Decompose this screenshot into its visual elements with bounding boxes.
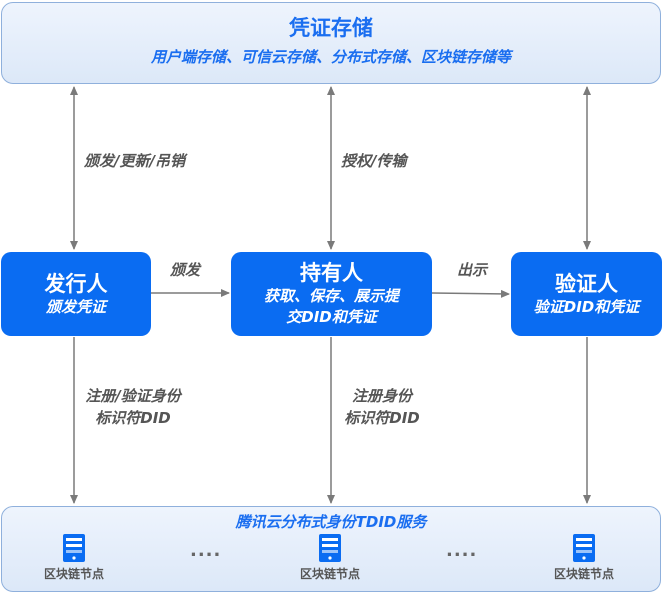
credential-storage-panel: 凭证存储 用户端存储、可信云存储、分布式存储、区块链存储等 — [1, 2, 661, 84]
holder-subtitle-line2: 交DID和凭证 — [286, 308, 377, 326]
verifier-title: 验证人 — [555, 271, 618, 296]
holder-box: 持有人 获取、保存、展示提 交DID和凭证 — [231, 252, 432, 336]
server-icon — [573, 534, 595, 562]
node-label: 区块链节点 — [43, 567, 104, 581]
issuer-box: 发行人 颁发凭证 — [1, 252, 151, 336]
authorize-transfer-label: 授权/传输 — [341, 152, 407, 170]
holder-subtitle-line1: 获取、保存、展示提 — [263, 287, 399, 305]
storage-subtitle: 用户端存储、可信云存储、分布式存储、区块链存储等 — [150, 48, 511, 66]
issue-update-revoke-label: 颁发/更新/吊销 — [84, 152, 185, 170]
server-icon — [63, 534, 85, 562]
storage-title: 凭证存储 — [289, 16, 373, 40]
node-label: 区块链节点 — [299, 567, 360, 581]
blockchain-node: 区块链节点 — [29, 533, 119, 582]
blockchain-node: 区块链节点 — [285, 533, 375, 582]
register-line1: 注册身份 — [351, 387, 412, 405]
ellipsis-right: .... — [446, 540, 478, 561]
tdid-service-panel: 腾讯云分布式身份TDID服务 — [1, 506, 661, 592]
issue-label: 颁发 — [170, 261, 201, 279]
holder-title: 持有人 — [300, 261, 363, 285]
register-verify-label: 注册/验证身份 标识符DID — [78, 385, 188, 429]
verifier-box: 验证人 验证DID和凭证 — [511, 252, 662, 336]
verifier-subtitle: 验证DID和凭证 — [533, 297, 640, 316]
ellipsis-left: .... — [190, 540, 222, 561]
register-verify-line2: 标识符DID — [95, 409, 171, 427]
blockchain-node: 区块链节点 — [539, 533, 629, 582]
present-label: 出示 — [457, 261, 488, 279]
present-arrow — [431, 289, 510, 298]
server-icon — [319, 534, 341, 562]
issuer-subtitle: 颁发凭证 — [45, 297, 106, 316]
register-verify-line1: 注册/验证身份 — [85, 387, 181, 405]
issuer-title: 发行人 — [44, 271, 108, 296]
service-title: 腾讯云分布式身份TDID服务 — [235, 513, 427, 531]
node-label: 区块链节点 — [553, 567, 614, 581]
register-line2: 标识符DID — [344, 409, 420, 427]
register-label: 注册身份 标识符DID — [336, 385, 428, 429]
